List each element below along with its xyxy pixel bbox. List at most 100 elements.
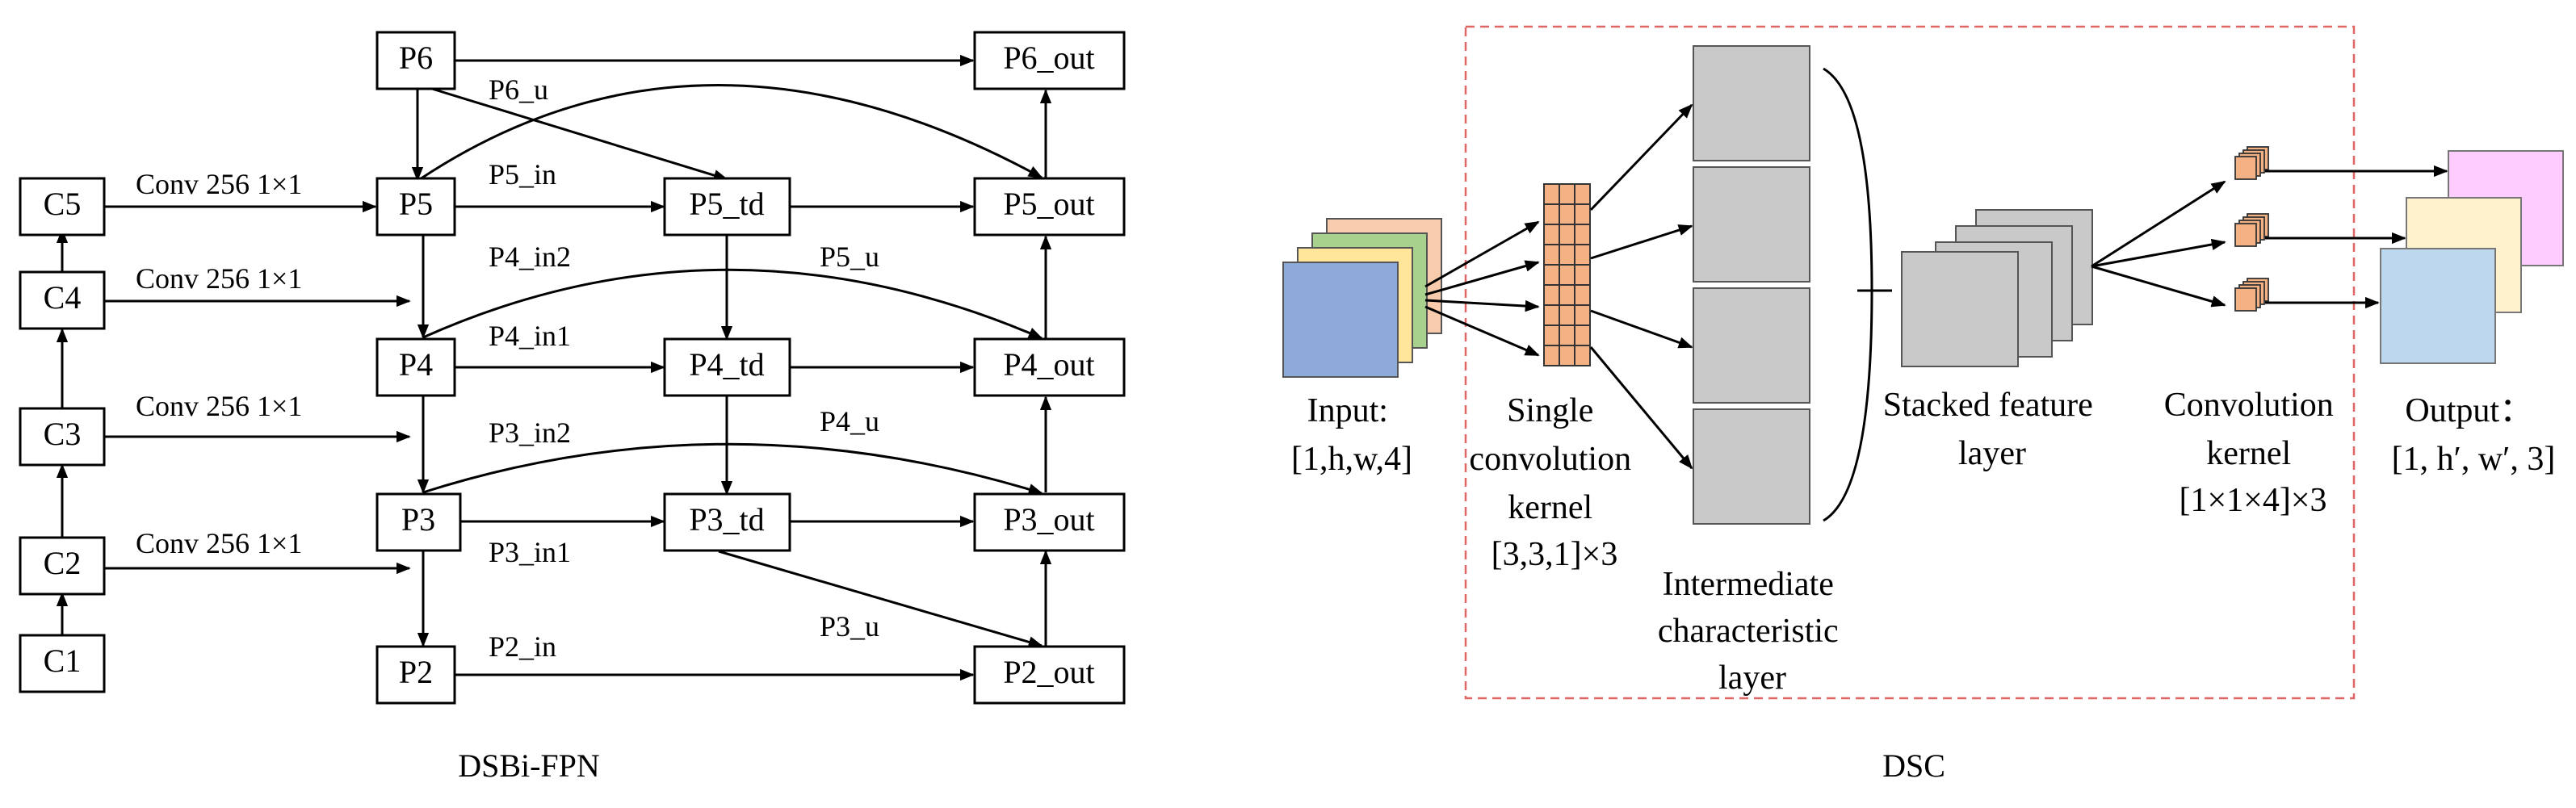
node-p2-label: P2 [399,654,433,690]
kernel-cell [1543,304,1560,326]
kernel-cell [1543,345,1560,366]
arrow-kernel-i4 [1589,346,1693,470]
node-c4: C4 [19,270,106,330]
label-p3-in2: P3_in2 [489,417,571,449]
fpn-edges [56,54,1052,681]
fpn-nodes: C1 C2 C3 C4 C5 P6 P5 P4 P3 P2 P5_td P4_t… [19,31,1126,705]
node-p5-td: P5_td [663,177,791,237]
node-p5-out: P5_out [973,177,1126,237]
small-kernel-1-layer [2234,156,2257,180]
kernel-cell [1559,224,1575,245]
arrow-input-k1 [1424,220,1540,288]
label-p4-u: P4_u [820,405,879,437]
kernel-cell [1543,284,1560,306]
label-p4-in1: P4_in1 [489,320,571,352]
output-stack [2380,150,2564,364]
left-caption: DSBi-FPN [458,747,600,784]
kernel-cell [1574,284,1591,306]
arrow-stacked-s2 [2091,238,2226,268]
node-p3-label: P3 [401,501,435,538]
arrow-input-k3 [1424,299,1540,312]
single-kernel-grid [1543,183,1591,366]
node-p5-label: P5 [399,186,433,222]
node-p5-out-label: P5_out [1003,186,1094,222]
output-layer-blue [2380,248,2496,364]
small-kernel-2-layer [2234,223,2257,247]
node-c3: C3 [19,407,106,467]
output-label: Output： [1, h′, w′, 3] [2392,392,2556,478]
stacked-line1: Stacked feature [1883,387,2093,424]
dsc-panel: Input: [1,h,w,4] Single convolution kern… [1282,25,2564,784]
input-stack [1282,218,1442,378]
node-p4-out-label: P4_out [1003,346,1094,383]
node-c2-label: C2 [44,545,82,581]
intermediate-line3: layer [1718,659,1786,697]
kernel-cell [1559,284,1575,306]
node-p3: P3 [375,492,462,552]
dsc-dashed-frame [1464,25,2356,700]
label-p3-in1: P3_in1 [489,536,571,568]
node-p6: P6 [375,31,456,90]
kernel-cell [1543,183,1560,205]
input-label-line2: [1,h,w,4] [1291,441,1412,478]
label-p3-u: P3_u [820,610,879,643]
input-arrows [1424,220,1540,357]
label-p5-in: P5_in [489,158,556,190]
kernel-cell [1574,224,1591,245]
intermediate-blocks [1693,45,1810,525]
node-p2: P2 [375,645,456,705]
kernel-cell [1559,345,1575,366]
node-p3-out: P3_out [973,492,1126,552]
kernel-cell [1574,345,1591,366]
kernel-cell [1559,264,1575,286]
conv-kernel-line3: [1×1×4]×3 [2179,482,2326,519]
input-label: Input: [1,h,w,4] [1291,392,1412,478]
kernel-cell [1543,203,1560,225]
edge-p5-p5out-curve [419,84,1043,181]
arrow-kernel-i2 [1590,224,1693,260]
brace-bracket [1823,67,1873,522]
label-conv-c2: Conv 256 1×1 [136,527,302,559]
node-c1-label: C1 [44,643,82,679]
edge-p3-p3out-curve [422,442,1043,496]
kernel-cell [1574,324,1591,346]
intermediate-line1: Intermediate [1663,566,1834,603]
label-p5-u: P5_u [820,241,879,273]
kernel-cell [1543,324,1560,346]
arrow-stacked-s1 [2091,180,2226,268]
stacked-line2: layer [1958,435,2026,472]
kernel-cell [1574,304,1591,326]
node-p2-out: P2_out [973,645,1126,705]
intermediate-block-1 [1693,45,1810,161]
edge-p6-p5td [431,87,728,182]
kernel-cell [1559,244,1575,266]
intermediate-block-2 [1693,166,1810,283]
right-caption: DSC [1882,747,1945,784]
node-p3-td: P3_td [663,492,791,552]
node-c5-label: C5 [44,186,82,222]
node-p4-label: P4 [399,346,433,383]
node-p6-out: P6_out [973,31,1126,90]
edge-p4-p4out-curve [422,268,1043,340]
label-p4-in2: P4_in2 [489,241,571,273]
kernel-cell [1559,183,1575,205]
output-arrows [2265,165,2448,309]
kernel-cell [1559,203,1575,225]
intermediate-block-3 [1693,287,1810,404]
label-conv-c3: Conv 256 1×1 [136,390,302,422]
intermediate-label: Intermediate characteristic layer [1658,566,1847,697]
kernel-arrows [1589,103,1693,470]
input-layer-1 [1282,262,1399,378]
kernel-cell [1574,264,1591,286]
node-p5-td-label: P5_td [689,186,764,222]
arrow-input-k4 [1424,305,1540,357]
node-p4: P4 [375,337,456,397]
stacked-feature-layer [1901,209,2093,367]
output-label-line1: Output： [2405,392,2533,429]
arrow-kernel-i3 [1590,309,1693,349]
node-p4-out: P4_out [973,337,1126,397]
input-label-line1: Input: [1307,392,1388,429]
small-kernel-3-layer [2234,287,2257,312]
label-conv-c5: Conv 256 1×1 [136,168,302,200]
